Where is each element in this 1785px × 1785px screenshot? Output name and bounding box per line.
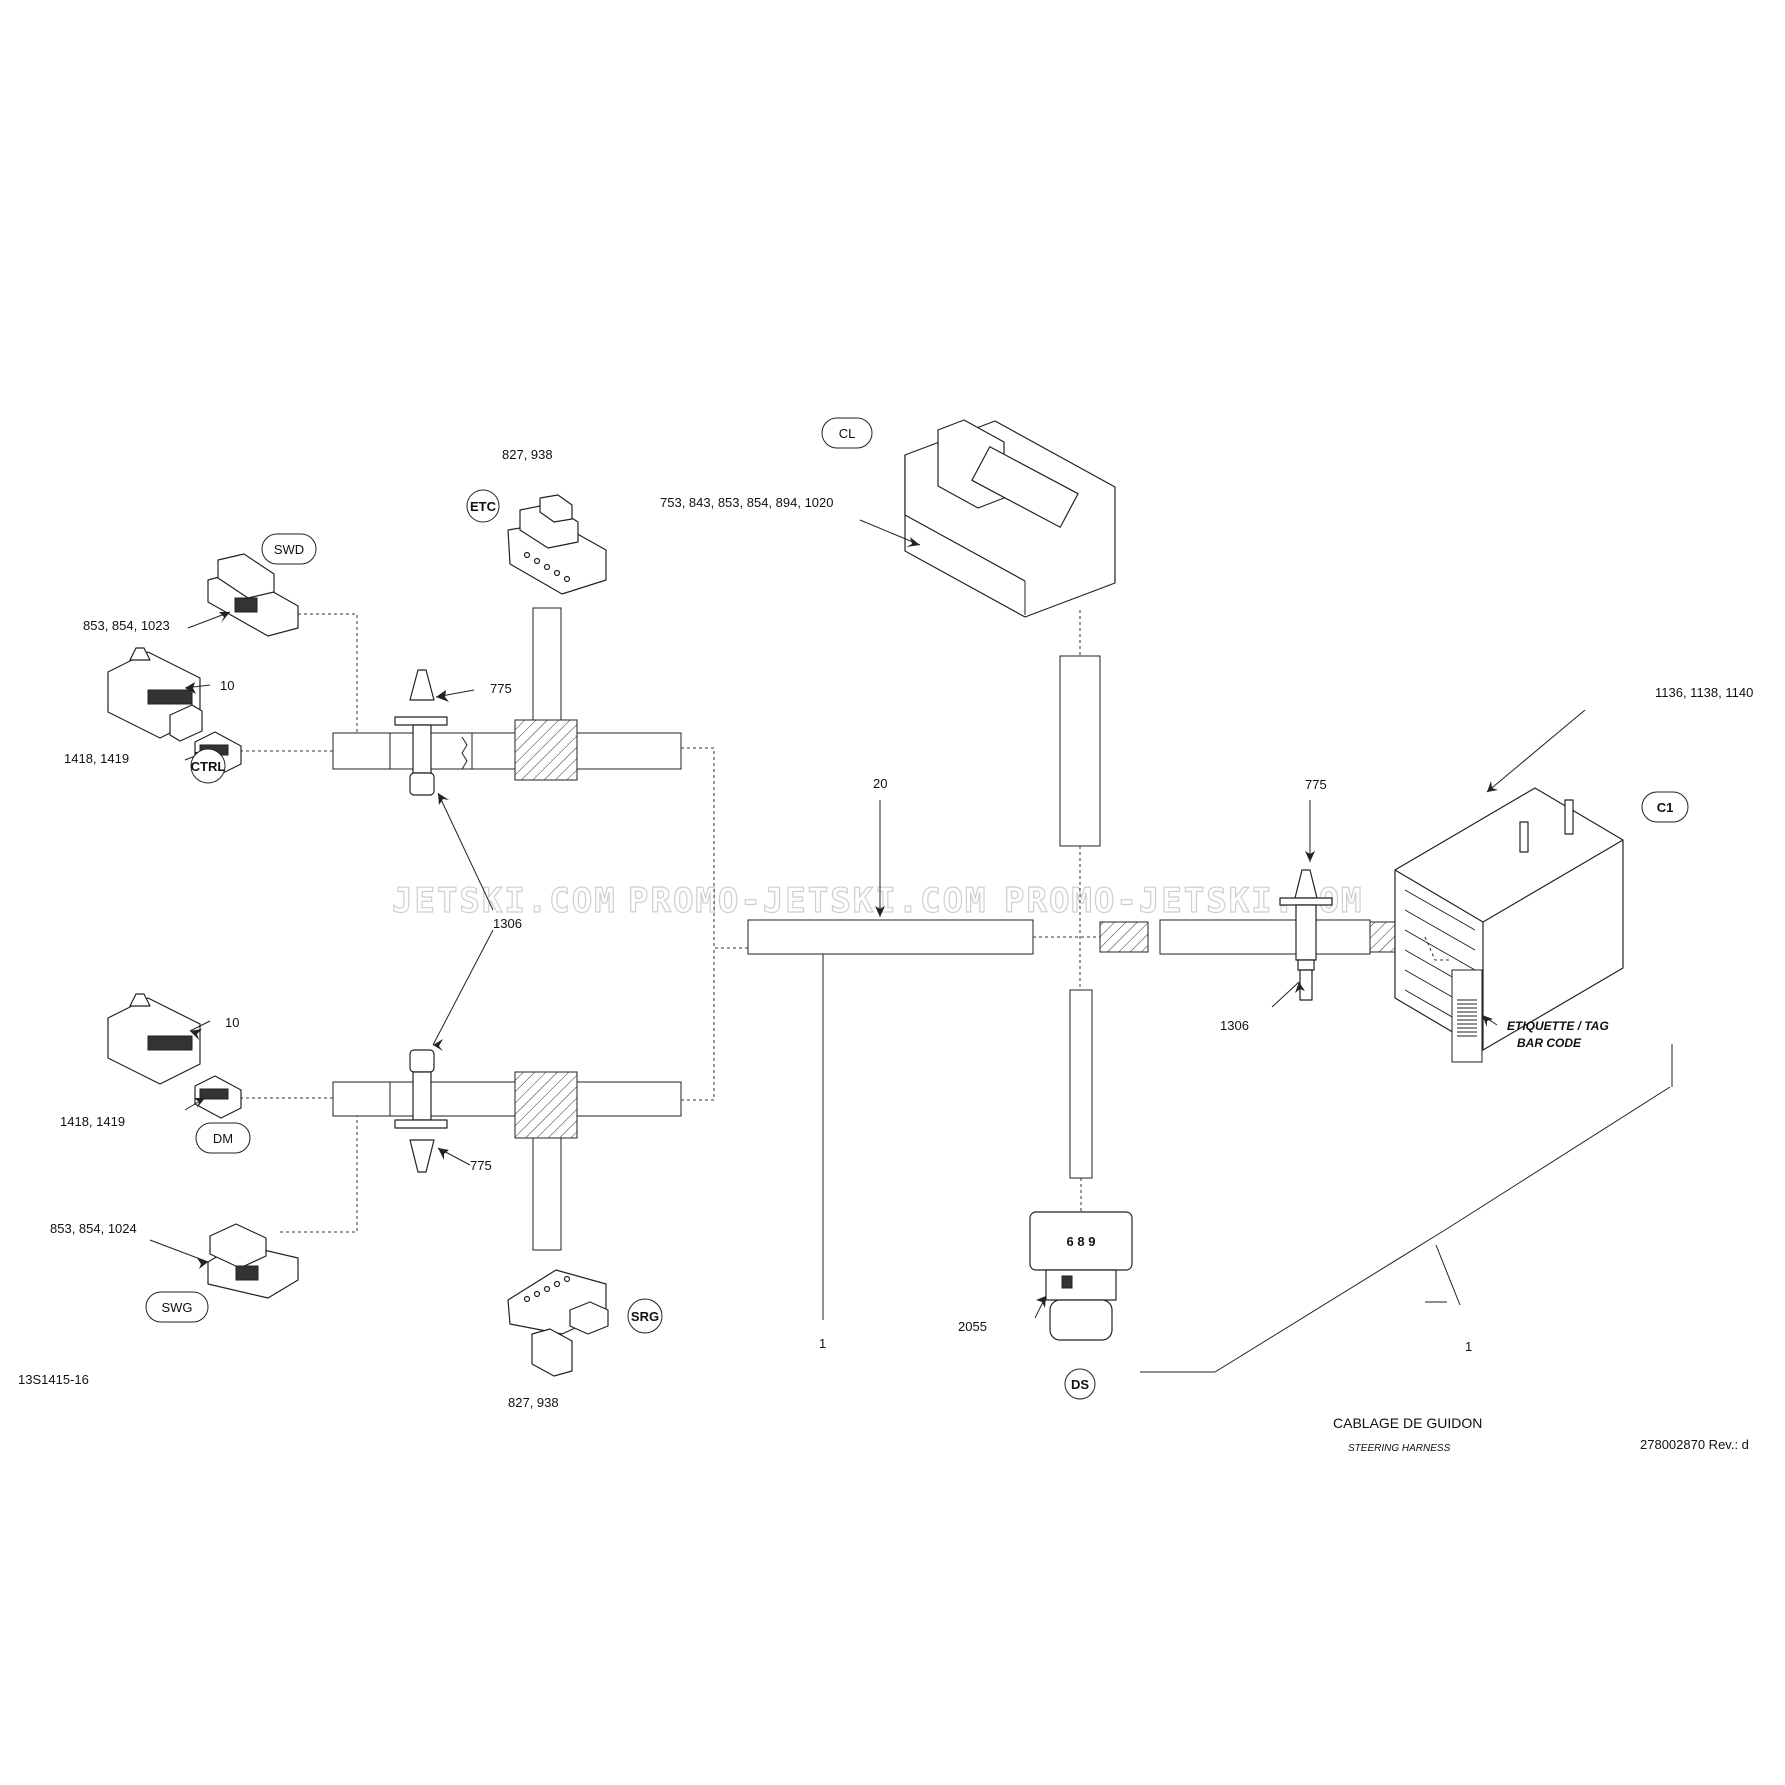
- srg-branch-conduit: [532, 1137, 562, 1251]
- cl-tag: CL: [839, 426, 856, 441]
- tag-label-line2: BAR CODE: [1517, 1036, 1582, 1050]
- upper-to-main-link: [681, 747, 748, 949]
- dm-plug: [194, 1075, 242, 1119]
- bar-code-tag: [1424, 936, 1483, 1063]
- swd-parts-label: 853, 854, 1023: [83, 618, 170, 633]
- cl-parts-label: 753, 843, 853, 854, 894, 1020: [660, 495, 834, 510]
- upper-junction-tape: [514, 719, 578, 781]
- swg-dashed-link: [280, 1116, 358, 1233]
- ds-tag: DS: [1071, 1377, 1089, 1392]
- cl-connector: [904, 419, 1116, 618]
- swg-tag: SWG: [161, 1300, 192, 1315]
- upper-branch-conduit: [332, 732, 682, 770]
- tie-right-part-label: 1306: [1220, 1018, 1249, 1033]
- dm-tag: DM: [213, 1131, 233, 1146]
- watermark: JETSKI.COM PROMO-JETSKI.COM PROMO-JETSKI…: [391, 880, 1362, 921]
- figure-id: 13S1415-16: [18, 1372, 89, 1387]
- ctrl-clip-label: 10: [220, 678, 234, 693]
- srg-tag: SRG: [631, 1309, 659, 1324]
- lower-left-branch: [240, 948, 715, 1251]
- ctrl-parts-label: 1418, 1419: [64, 751, 129, 766]
- cable-tie-775-bottom: [394, 1049, 448, 1173]
- diagram-title: CABLAGE DE GUIDON: [1333, 1415, 1482, 1431]
- srg-parts-label: 827, 938: [508, 1395, 559, 1410]
- ds-sensor: [1029, 1211, 1133, 1341]
- tie-center-label: 1306: [493, 916, 522, 931]
- trunk-tape-1: [1099, 921, 1149, 953]
- dm-parts-label: 1418, 1419: [60, 1114, 125, 1129]
- lower-branch-sleeve: [389, 1081, 516, 1117]
- upper-branch-break: [461, 736, 468, 770]
- c1-connector: [1394, 787, 1624, 1051]
- harness-right-label: 1: [1465, 1339, 1472, 1354]
- tag-shapes: [145, 417, 1689, 1400]
- watermark-text-2: PROMO-JETSKI.COM: [628, 881, 988, 921]
- swg-connector: [207, 1223, 299, 1299]
- ds-part-label: 2055: [958, 1319, 987, 1334]
- cl-branch-conduit: [1059, 655, 1101, 847]
- c1-tag: C1: [1657, 800, 1674, 815]
- title-block: 13S1415-16 CABLAGE DE GUIDON STEERING HA…: [18, 1372, 1749, 1454]
- ds-branch-conduit: [1069, 989, 1093, 1179]
- c1-parts-label: 1136, 1138, 1140: [1655, 685, 1753, 700]
- dm-clip-label: 10: [225, 1015, 239, 1030]
- harness-left-label: 1: [819, 1336, 826, 1351]
- cable-tie-775-right: [1279, 869, 1333, 1001]
- main-conduit-20: [747, 919, 1034, 955]
- tie-bottom-label: 775: [470, 1158, 492, 1173]
- lower-to-main-link: [681, 948, 715, 1101]
- cable-tie-775-top: [394, 669, 448, 796]
- dm-switch: [107, 993, 201, 1085]
- tag-label-line1: ETIQUETTE / TAG: [1507, 1019, 1609, 1033]
- etc-branch-conduit: [532, 607, 562, 721]
- watermark-text-1: JETSKI.COM: [392, 881, 617, 921]
- main-conduit-label: 20: [873, 776, 887, 791]
- main-trunk: [747, 610, 1425, 1320]
- swd-dashed-link: [280, 613, 358, 733]
- upper-left-branch: [240, 607, 748, 949]
- ctrl-tag: CTRL: [191, 759, 226, 774]
- etc-connector: [507, 494, 607, 595]
- tie-top-label: 775: [490, 681, 512, 696]
- etc-tag: ETC: [470, 499, 497, 514]
- right-conduit: [1159, 919, 1371, 955]
- ctrl-switch: [107, 647, 203, 742]
- swd-tag: SWD: [274, 542, 304, 557]
- swg-parts-label: 853, 854, 1024: [50, 1221, 137, 1236]
- part-number: 278002870 Rev.: d: [1640, 1437, 1749, 1452]
- callout-labels: CL 753, 843, 853, 854, 894, 1020 ETC 827…: [50, 426, 1753, 1410]
- tie-right-label: 775: [1305, 777, 1327, 792]
- diagram-subtitle: STEERING HARNESS: [1348, 1443, 1451, 1454]
- etc-parts-label: 827, 938: [502, 447, 553, 462]
- ds-pins-label: 6 8 9: [1067, 1234, 1096, 1249]
- srg-connector: [507, 1269, 609, 1377]
- swd-connector: [207, 553, 299, 637]
- lower-junction-tape: [514, 1071, 578, 1139]
